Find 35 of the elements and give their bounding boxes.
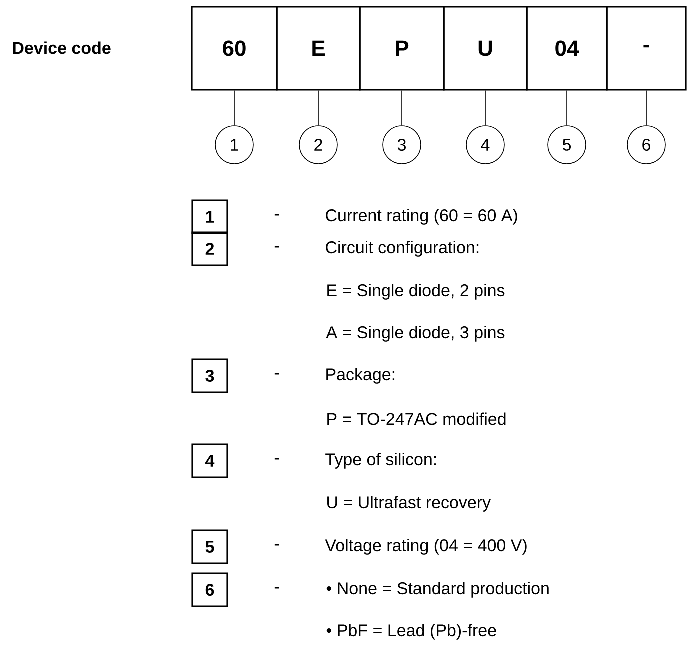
code-cell: 04 — [526, 6, 608, 91]
separator-dash: - — [274, 373, 280, 375]
connector-line — [566, 90, 568, 126]
number-box: 3 — [192, 358, 228, 394]
separator-dash: - — [274, 544, 280, 546]
description-text: Circuit configuration: — [326, 241, 479, 257]
description-text: • None = Standard production — [326, 582, 549, 598]
connector-line — [234, 90, 235, 126]
connector-line — [318, 90, 319, 126]
separator-dash: - — [274, 246, 280, 248]
code-cell: 60 — [191, 6, 278, 91]
number-box: 5 — [192, 530, 228, 564]
separator-dash: - — [274, 214, 280, 216]
description-text: A = Single diode, 3 pins — [326, 326, 505, 342]
code-cell: E — [276, 6, 361, 91]
description-text: Current rating (60 = 60 A) — [326, 209, 518, 225]
heading: Device code — [13, 42, 111, 54]
number-box: 1 — [192, 200, 228, 234]
code-cell: U — [443, 6, 528, 91]
description-text: Type of silicon: — [326, 453, 436, 469]
connector-line — [485, 90, 486, 126]
description-text: • PbF = Lead (Pb)-free — [326, 624, 496, 640]
description-text: P = TO-247AC modified — [328, 412, 506, 426]
separator-dash: - — [274, 458, 280, 460]
separator-dash: - — [274, 587, 280, 589]
description-text: Package: — [326, 368, 395, 384]
code-cell: - — [606, 6, 687, 91]
number-box: 6 — [192, 572, 228, 608]
description-text: Voltage rating (04 = 400 V) — [325, 539, 527, 555]
description-text: U = Ultrafast recovery — [328, 496, 491, 512]
connector-line — [646, 90, 647, 126]
number-box: 4 — [192, 444, 228, 478]
description-text: E = Single diode, 2 pins — [328, 284, 505, 300]
number-box: 2 — [192, 232, 228, 266]
code-cell: P — [359, 6, 445, 91]
